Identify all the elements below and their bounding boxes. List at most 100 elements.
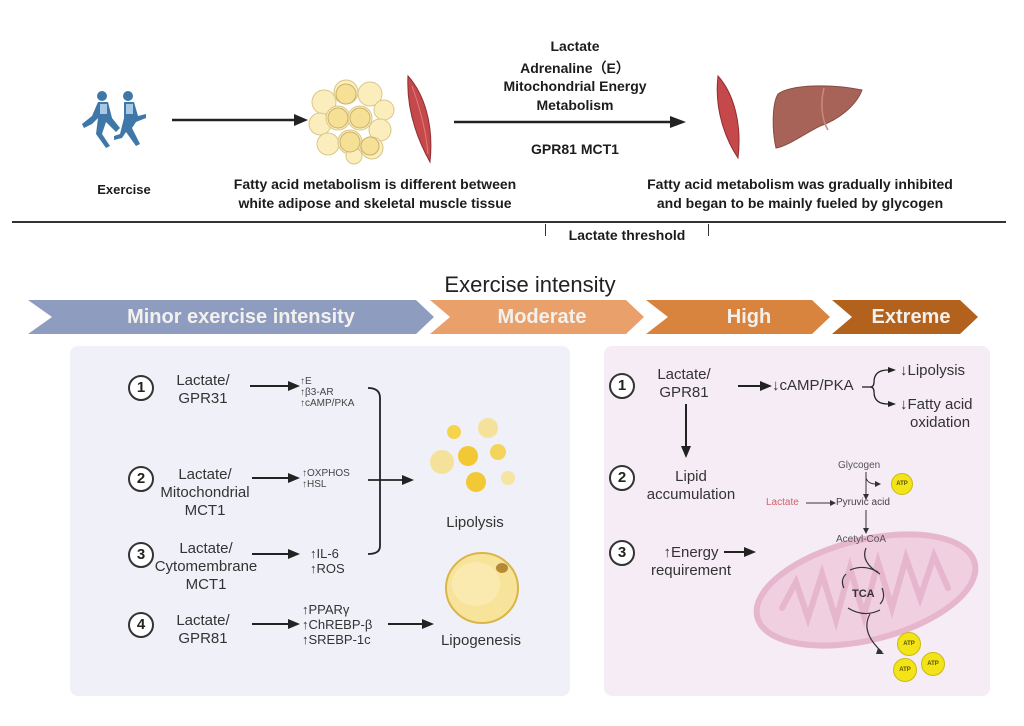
effect: ↑ChREBP-β (302, 617, 373, 632)
stage-minor-label: Minor exercise intensity (127, 306, 355, 328)
effect: ↑β3-AR (300, 387, 334, 398)
threshold-tick-right (708, 224, 709, 236)
lactate-threshold-label: Lactate threshold (568, 227, 686, 243)
outcome-lipolysis: ↓Lipolysis (900, 362, 966, 379)
exercise-intensity-title: Exercise intensity (444, 272, 616, 297)
right-item-2-number: 2 (609, 465, 635, 491)
atp-badge-4: ATP (921, 652, 945, 676)
effect: ↑HSL (302, 479, 327, 490)
label-line: requirement (650, 562, 732, 579)
outcome-oxidation: oxidation (910, 414, 971, 431)
source-line: GPR31 (178, 390, 228, 407)
runners-icon (82, 91, 146, 148)
right-item-1-number: 1 (609, 373, 635, 399)
left-item-4-number: 4 (128, 612, 154, 638)
right-item-1-source: Lactate/ GPR81 (644, 366, 724, 402)
source-line: GPR81 (178, 630, 228, 647)
arrow-exercise-to-tissue (172, 114, 308, 126)
arrow-label-metabolism: Metabolism (536, 97, 614, 113)
label-line: ↑Energy (663, 544, 719, 561)
left-item-4-effects: ↑PPARγ ↑ChREBP-β ↑SREBP-1c (302, 602, 372, 647)
glycogen-label: Glycogen (838, 460, 881, 471)
effect: ↑OXPHOS (302, 468, 350, 479)
source-line: Lactate/ (657, 366, 711, 383)
lipolysis-label: Lipolysis (446, 514, 504, 531)
left-item-1-effects: ↑E ↑β3-AR ↑cAMP/PKA (300, 376, 354, 409)
source-line: Mitochondrial (160, 484, 250, 501)
left-item-4-source: Lactate/ GPR81 (158, 612, 248, 648)
glycogen-arrows (863, 472, 881, 500)
stage-extreme: Extreme (832, 300, 978, 334)
left-item-3-number: 3 (128, 542, 154, 568)
arrow-item-4 (252, 619, 300, 629)
threshold-tick-left (545, 224, 546, 236)
left-item-3-source: Lactate/ Cytomembrane MCT1 (148, 540, 264, 594)
arrow-label-adrenaline: Adrenaline（E） (520, 60, 630, 76)
label-line: Lipid (675, 468, 707, 485)
arrow-to-mitochondrion (724, 547, 756, 557)
left-item-1-source: Lactate/ GPR31 (158, 372, 248, 408)
right-item-3-number: 3 (609, 540, 635, 566)
left-item-1-number: 1 (128, 375, 154, 401)
right-item-1-mediator: ↓cAMP/PKA (772, 377, 854, 394)
stage-high: High (646, 300, 830, 334)
mitochondrion-icon (753, 531, 979, 649)
liver-icon (772, 85, 863, 149)
stage-high-label: High (726, 306, 772, 328)
atp-badge-1: ATP (891, 473, 913, 495)
pyruvic-acid-label: Pyruvic acid (836, 497, 890, 508)
arrow-label-mito: Mitochondrial Energy (503, 78, 647, 94)
atp-badge-3: ATP (893, 658, 917, 682)
skeletal-muscle-icon (407, 74, 432, 164)
effect: ↑SREBP-1c (302, 632, 371, 647)
lactate-to-pyruvic-arrow (806, 500, 836, 506)
stage-moderate: Moderate (430, 300, 644, 334)
arrow-label-receptors: GPR81 MCT1 (531, 141, 619, 157)
source-line: GPR81 (659, 384, 709, 401)
source-line: Lactate/ (176, 612, 230, 629)
divider-line (12, 221, 1006, 223)
outcome-fatty-acid: ↓Fatty acid (900, 396, 973, 413)
right-item-2-label: Lipid accumulation (636, 468, 746, 504)
stage-moderate-label: Moderate (497, 306, 587, 328)
left-item-2-effects: ↑OXPHOS ↑HSL (302, 468, 350, 490)
right-item-3-label: ↑Energy requirement (636, 544, 746, 580)
lipogenesis-label: Lipogenesis (440, 632, 522, 649)
lactate-pathway-label: Lactate (766, 497, 799, 508)
lipid-droplets-icon (430, 418, 515, 492)
skeletal-muscle-icon-2 (716, 74, 740, 160)
source-line: MCT1 (184, 502, 226, 519)
branch-arrows (862, 367, 896, 407)
left-item-2-number: 2 (128, 466, 154, 492)
atp-badge-2: ATP (897, 632, 921, 656)
arrow-tissue-to-liver (454, 116, 686, 128)
source-line: MCT1 (185, 576, 227, 593)
tca-label: TCA (852, 588, 875, 600)
tca-cycle-arrows (841, 547, 885, 654)
left-item-3-effects: ↑IL-6 ↑ROS (310, 546, 345, 576)
source-line: Lactate/ (176, 372, 230, 389)
effect: ↑IL-6 (310, 546, 339, 561)
arrow-down-to-lipid (681, 404, 691, 458)
effect: ↑ROS (310, 561, 345, 576)
arrow-label-lactate: Lactate (550, 38, 600, 54)
effect: ↑E (300, 376, 312, 387)
arrow-right-item-1 (738, 381, 772, 391)
stage-extreme-label: Extreme (871, 306, 951, 328)
right-caption-line2: and began to be mainly fueled by glycoge… (656, 195, 944, 211)
adipocyte-icon (445, 552, 519, 624)
exercise-label: Exercise (97, 182, 151, 197)
left-panel (70, 346, 570, 696)
label-line: accumulation (646, 486, 736, 503)
arrow-item-2 (252, 473, 300, 483)
arrow-to-lipogenesis (388, 619, 434, 629)
right-caption-line1: Fatty acid metabolism was gradually inhi… (647, 176, 953, 192)
stage-minor: Minor exercise intensity (28, 300, 434, 334)
source-line: Lactate/ (178, 466, 232, 483)
adipose-tissue-icon (308, 79, 395, 165)
pyruvic-to-acetyl-arrow (863, 510, 869, 534)
left-caption-line2: white adipose and skeletal muscle tissue (238, 195, 512, 211)
arrow-item-1 (250, 381, 300, 391)
source-line: Lactate/ (179, 540, 233, 557)
arrow-item-3 (252, 549, 300, 559)
